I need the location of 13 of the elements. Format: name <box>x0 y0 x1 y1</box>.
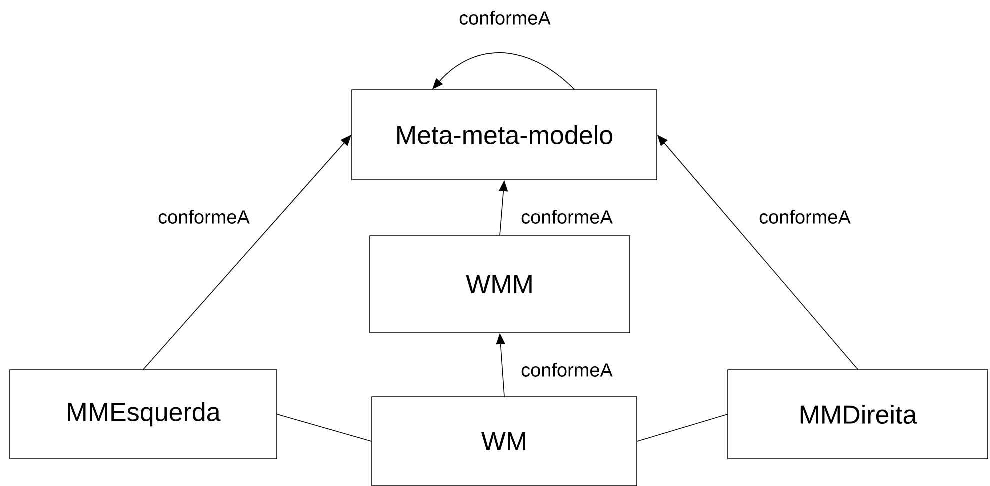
model-box: WMM <box>370 236 630 334</box>
model-box: Meta-meta-modelo <box>352 90 658 180</box>
model-box: MMDireita <box>728 370 988 460</box>
connector-line <box>637 414 728 442</box>
edge-label: conformeA <box>157 209 251 225</box>
edge-label: conformeA <box>758 209 852 225</box>
model-box: MMEsquerda <box>10 370 278 460</box>
edge-label: conformeA <box>458 10 552 26</box>
arrow <box>432 52 575 90</box>
edge-label: conformeA <box>520 362 614 378</box>
model-box: WM <box>372 396 638 486</box>
connector-line <box>277 414 372 442</box>
edge-label: conformeA <box>520 209 614 225</box>
